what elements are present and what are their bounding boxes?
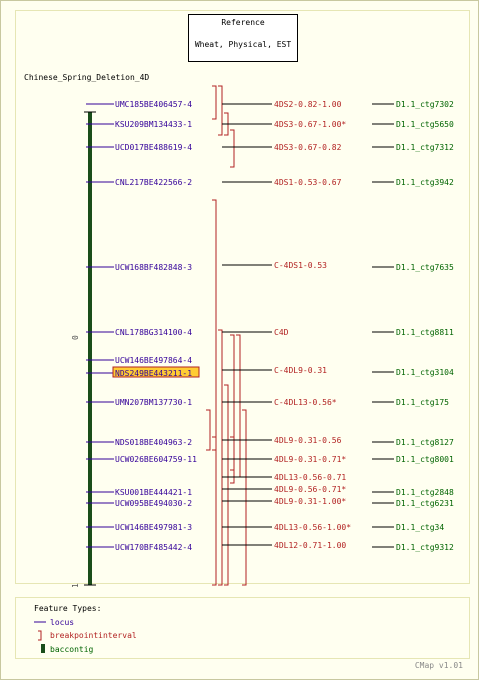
locus-label[interactable]: KSU001BE444421-1	[115, 488, 192, 497]
loci-layer: UMC185BE406457-4KSU209BM134433-1UCD017BE…	[86, 100, 200, 552]
breakpoint-bracket[interactable]	[218, 85, 223, 136]
breakpoint-layer: 4DS2-0.82-1.00 4DS3-0.67-1.00* 4DS3-0.67-0…	[206, 85, 351, 586]
contig-label[interactable]: D1.1_ctg7312	[396, 143, 454, 152]
breakpoint-bracket[interactable]	[212, 436, 217, 451]
locus-label[interactable]: CNL178BG314100-4	[115, 328, 192, 337]
contig-label[interactable]: D1.1_ctg8001	[396, 455, 454, 464]
bar-icon	[41, 644, 45, 653]
contig-label[interactable]: D1.1_ctg175	[396, 398, 449, 407]
breakpoint-label[interactable]: 4DS3-0.67-0.82	[274, 143, 342, 152]
breakpoint-label[interactable]: 4DS3-0.67-1.00*	[274, 120, 346, 129]
breakpoint-bracket[interactable]	[206, 409, 211, 451]
breakpoint-label[interactable]: C4D	[274, 328, 289, 337]
breakpoint-label[interactable]: 4DL9-0.31-0.56	[274, 436, 342, 445]
breakpoint-label[interactable]: 4DL12-0.71-1.00	[274, 541, 346, 550]
contig-label[interactable]: D1.1_ctg34	[396, 523, 444, 532]
bracket-icon	[38, 630, 42, 641]
locus-label[interactable]: UMC185BE406457-4	[115, 100, 192, 109]
breakpoint-bracket[interactable]	[218, 329, 223, 586]
locus-label[interactable]: UCW146BE497864-4	[115, 356, 192, 365]
breakpoint-label[interactable]: 4DL9-0.31-0.71*	[274, 455, 346, 464]
contig-label[interactable]: D1.1_ctg3104	[396, 368, 454, 377]
axis-label-end: 1	[71, 583, 80, 588]
contig-label[interactable]: D1.1_ctg7302	[396, 100, 454, 109]
breakpoint-label[interactable]: 4DS1-0.53-0.67	[274, 178, 342, 187]
map-title[interactable]: Chinese_Spring_Deletion_4D	[24, 73, 149, 82]
contig-layer: D1.1_ctg7302D1.1_ctg5650D1.1_ctg7312D1.1…	[372, 100, 454, 552]
breakpoint-bracket[interactable]	[212, 85, 217, 120]
breakpoint-label[interactable]: C-4DS1-0.53	[274, 261, 327, 270]
contig-label[interactable]: D1.1_ctg7635	[396, 263, 454, 272]
contig-label[interactable]: D1.1_ctg9312	[396, 543, 454, 552]
breakpoint-bracket[interactable]	[212, 199, 217, 586]
contig-label[interactable]: D1.1_ctg2848	[396, 488, 454, 497]
version-label: CMap v1.01	[414, 661, 463, 670]
breakpoint-bracket[interactable]	[230, 436, 235, 471]
contig-label[interactable]: D1.1_ctg5650	[396, 120, 454, 129]
contig-label[interactable]: D1.1_ctg8811	[396, 328, 454, 337]
breakpoint-bracket[interactable]	[236, 334, 241, 478]
legend-title: Feature Types:	[34, 604, 101, 613]
contig-label[interactable]: D1.1_ctg6231	[396, 499, 454, 508]
legend-contig-label: baccontig	[50, 645, 94, 654]
locus-label[interactable]: CNL217BE422566-2	[115, 178, 192, 187]
breakpoint-bracket[interactable]	[230, 129, 235, 168]
breakpoint-label[interactable]: 4DL9-0.31-1.00*	[274, 497, 346, 506]
locus-label[interactable]: NDS249BE443211-1	[115, 369, 192, 378]
locus-label[interactable]: UCW095BE494030-2	[115, 499, 192, 508]
locus-label[interactable]: UCD017BE488619-4	[115, 143, 192, 152]
breakpoint-label[interactable]: 4DS2-0.82-1.00	[274, 100, 342, 109]
breakpoint-bracket[interactable]	[230, 334, 235, 484]
contig-label[interactable]: D1.1_ctg8127	[396, 438, 454, 447]
locus-label[interactable]: UCW170BF485442-4	[115, 543, 192, 552]
legend-locus-label: locus	[50, 618, 74, 627]
contig-label[interactable]: D1.1_ctg3942	[396, 178, 454, 187]
reference-title: Reference	[221, 18, 265, 27]
legend-breakpoint-label: breakpointinterval	[50, 631, 137, 640]
locus-highlight	[112, 366, 200, 378]
reference-box: Reference Wheat, Physical, EST	[188, 14, 298, 62]
locus-label[interactable]: UCW026BE604759-11	[115, 455, 197, 464]
reference-subtitle: Wheat, Physical, EST	[194, 40, 292, 49]
breakpoint-label[interactable]: C-4DL9-0.31	[274, 366, 327, 375]
breakpoint-label[interactable]: C-4DL13-0.56*	[274, 398, 337, 407]
locus-label[interactable]: UCW168BF482848-3	[115, 263, 192, 272]
breakpoint-bracket[interactable]	[242, 409, 247, 586]
locus-label[interactable]: NDS018BE404963-2	[115, 438, 192, 447]
locus-label[interactable]: KSU209BM134433-1	[115, 120, 192, 129]
locus-label[interactable]: UMN207BM137730-1	[115, 398, 192, 407]
chromosome-bar[interactable]	[88, 112, 92, 585]
axis-label-start: 0	[71, 335, 80, 340]
breakpoint-label[interactable]: 4DL13-0.56-0.71	[274, 473, 346, 482]
breakpoint-bracket[interactable]	[224, 384, 229, 586]
locus-label[interactable]: UCW146BE497981-3	[115, 523, 192, 532]
legend-panel	[15, 597, 470, 659]
breakpoint-label[interactable]: 4DL9-0.56-0.71*	[274, 485, 346, 494]
breakpoint-label[interactable]: 4DL13-0.56-1.00*	[274, 523, 351, 532]
